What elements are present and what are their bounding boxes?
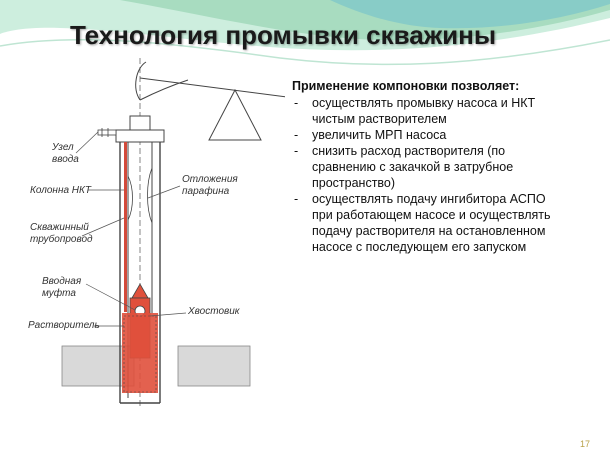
page-number: 17 xyxy=(579,439,590,449)
slide-title: Технология промывки скважины xyxy=(70,20,497,50)
label-downhole-2: трубопровод xyxy=(30,233,93,245)
solvent-fill xyxy=(122,313,158,393)
wave-line xyxy=(0,39,610,66)
paraffin-left xyxy=(127,175,133,221)
list-item: - снизить расход растворителя (по сравне… xyxy=(294,144,514,190)
counterweight xyxy=(208,88,262,141)
label-downhole-1: Скважинный xyxy=(30,222,89,233)
label-inlet-node-1: Узел xyxy=(51,142,74,153)
header-wave-decoration xyxy=(0,0,610,66)
benefits-heading: Применение компоновки позволяет: xyxy=(292,79,520,93)
wellhead-flange xyxy=(115,129,165,143)
cable-line xyxy=(139,77,285,98)
wellhead-top xyxy=(129,115,151,131)
label-paraffin-1: Отложения xyxy=(182,174,238,185)
well-diagram: Узел ввода Колонна НКТ Скважинный трубоп… xyxy=(28,58,285,408)
pump-tip xyxy=(131,283,149,299)
wave-teal xyxy=(330,0,610,29)
label-inlet-coupling-1: Вводная xyxy=(42,276,82,287)
inlet-node xyxy=(97,129,117,136)
label-paraffin-2: парафина xyxy=(182,185,230,197)
benefits-list: - осуществлять промывку насоса и НКТ чис… xyxy=(292,95,592,255)
counterweight-triangle xyxy=(208,88,262,141)
solvent-line xyxy=(124,142,127,312)
list-item: - осуществлять подачу ингибитора АСПО пр… xyxy=(294,192,551,254)
label-inlet-coupling-2: муфта xyxy=(42,287,76,299)
cable-top xyxy=(139,79,189,101)
benefits-panel: Применение компоновки позволяет: - осуще… xyxy=(292,78,592,255)
paraffin-right xyxy=(147,167,153,224)
label-solvent: Растворитель xyxy=(28,320,100,331)
list-item: - увеличить МРП насоса xyxy=(294,128,447,142)
cable-hook xyxy=(135,61,147,101)
list-item: - осуществлять промывку насоса и НКТ чис… xyxy=(294,96,536,126)
ground-right xyxy=(177,345,251,387)
label-inlet-node-2: ввода xyxy=(52,154,79,165)
label-tail: Хвостовик xyxy=(187,306,241,317)
label-tubing: Колонна НКТ xyxy=(30,185,92,196)
